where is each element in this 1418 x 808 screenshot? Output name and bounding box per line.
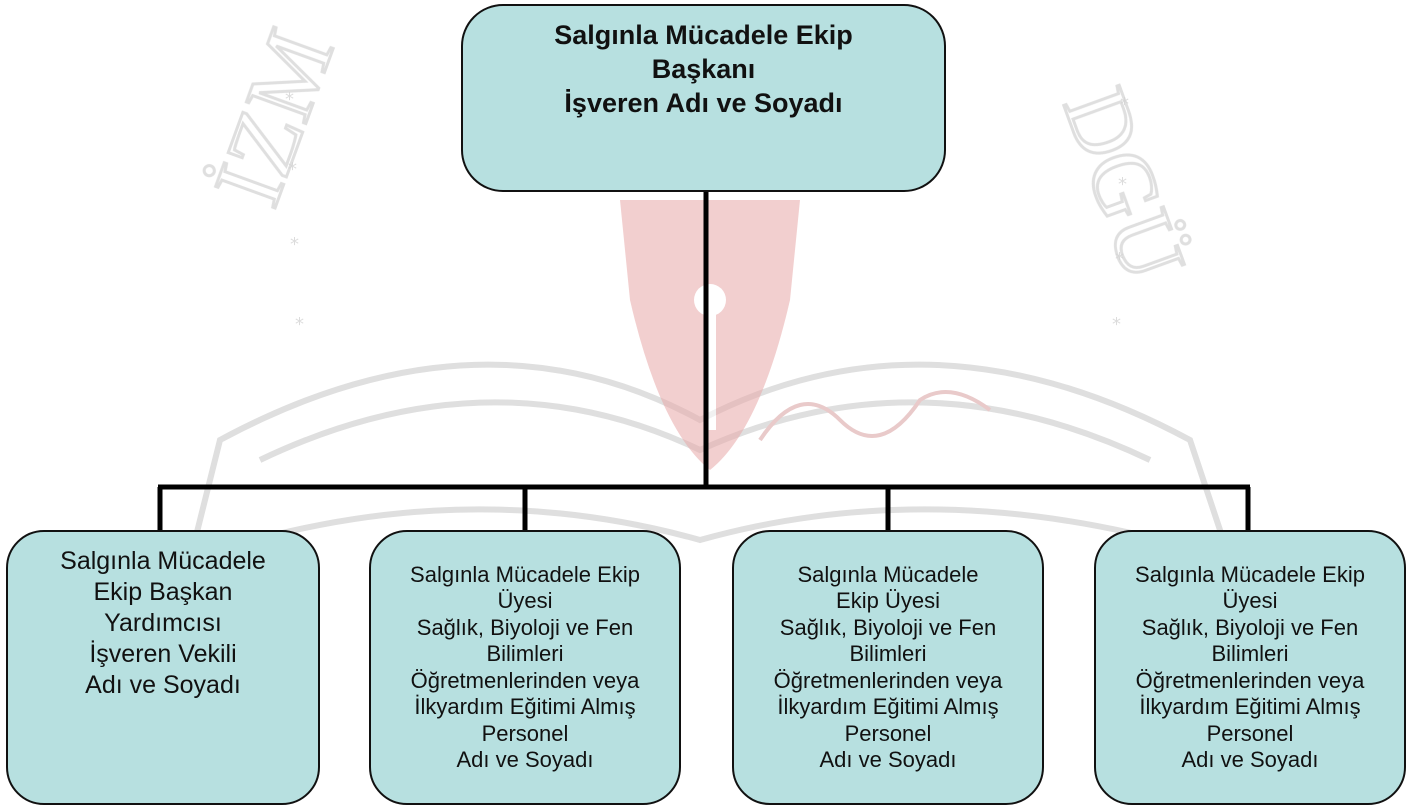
team-member-line: Bilimleri — [1211, 641, 1289, 666]
team-member-line: Adı ve Soyadı — [456, 747, 594, 772]
deputy-head-line: İşveren Vekili — [89, 640, 237, 668]
team-member-line: Sağlık, Biyoloji ve Fen — [416, 614, 634, 640]
team-member-line: İlkyardım Eğitimi Almış — [1139, 694, 1361, 719]
svg-text:*: * — [288, 159, 297, 180]
svg-text:*: * — [1115, 249, 1124, 270]
team-head-box: Salgınla Mücadele Ekip Başkanı İşveren A… — [461, 4, 946, 192]
team-member-line: Bilimleri — [486, 641, 564, 666]
team-member-line: Ekip Üyesi — [836, 588, 940, 613]
team-member-line: Üyesi — [497, 588, 553, 613]
team-member-line: Öğretmenlerinden veya — [1135, 667, 1365, 693]
team-member-line: Personel — [481, 720, 569, 746]
team-member-line: Sağlık, Biyoloji ve Fen — [1141, 614, 1359, 640]
team-member-line: Salgınla Mücadele Ekip — [1135, 561, 1365, 587]
team-head-line: İşveren Adı ve Soyadı — [564, 88, 843, 118]
svg-text:*: * — [290, 234, 299, 255]
watermark-signature — [758, 390, 992, 442]
team-member-box-3: Salgınla Mücadele Ekip Üyesi Sağlık, Biy… — [1094, 530, 1406, 805]
team-member-line: Üyesi — [1222, 588, 1278, 613]
svg-text:*: * — [285, 89, 294, 110]
deputy-head-line: Salgınla Mücadele — [60, 547, 266, 575]
deputy-head-box: Salgınla Mücadele Ekip Başkan Yardımcısı… — [6, 530, 320, 805]
team-member-line: Adı ve Soyadı — [1181, 747, 1319, 772]
team-member-line: Salgınla Mücadele Ekip — [410, 561, 640, 587]
team-member-line: Salgınla Mücadele — [797, 561, 979, 587]
team-member-line: Personel — [1206, 720, 1294, 746]
team-head-line: Salgınla Mücadele Ekip — [554, 20, 853, 50]
team-member-box-2: Salgınla Mücadele Ekip Üyesi Sağlık, Biy… — [732, 530, 1044, 805]
team-member-box-1: Salgınla Mücadele Ekip Üyesi Sağlık, Biy… — [369, 530, 681, 805]
team-member-line: Personel — [844, 720, 932, 746]
svg-text:*: * — [1112, 314, 1121, 335]
svg-text:*: * — [295, 314, 304, 335]
team-member-line: İlkyardım Eğitimi Almış — [414, 694, 636, 719]
deputy-head-line: Adı ve Soyadı — [85, 671, 241, 699]
team-member-line: İlkyardım Eğitimi Almış — [777, 694, 999, 719]
deputy-head-line: Ekip Başkan — [93, 578, 233, 606]
deputy-head-line: Yardımcısı — [104, 609, 222, 637]
svg-text:*: * — [1120, 94, 1129, 115]
team-member-line: Adı ve Soyadı — [819, 747, 957, 772]
team-member-line: Öğretmenlerinden veya — [773, 667, 1003, 693]
team-member-line: Öğretmenlerinden veya — [410, 667, 640, 693]
team-head-line: Başkanı — [651, 54, 756, 84]
team-member-line: Bilimleri — [849, 641, 927, 666]
svg-text:*: * — [1118, 174, 1127, 195]
team-member-line: Sağlık, Biyoloji ve Fen — [779, 614, 997, 640]
